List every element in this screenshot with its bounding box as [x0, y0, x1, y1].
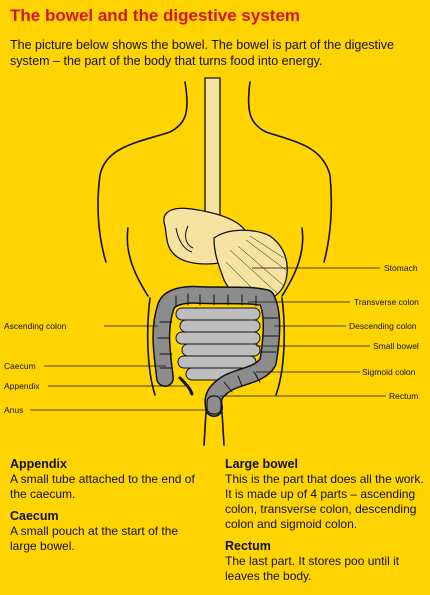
digestive-system-diagram: Stomach Transverse colon Ascending colon… [4, 77, 419, 446]
small-bowel [175, 307, 261, 381]
appendix-text: A small tube attached to the end of the … [10, 472, 195, 501]
label-descending-colon: Descending colon [349, 321, 417, 331]
large-bowel [152, 285, 281, 417]
label-small-bowel: Small bowel [373, 341, 419, 351]
large-bowel-heading: Large bowel [225, 457, 298, 471]
rectum-heading: Rectum [225, 539, 271, 553]
label-appendix: Appendix [4, 381, 40, 391]
rectum-text: The last part. It stores poo until it le… [225, 554, 400, 583]
appendix-heading: Appendix [10, 457, 67, 471]
caecum-text: A small pouch at the start of the large … [10, 524, 179, 553]
label-caecum: Caecum [4, 361, 36, 371]
page-title: The bowel and the digestive system [10, 6, 301, 25]
label-anus: Anus [4, 405, 23, 415]
label-stomach: Stomach [384, 263, 418, 273]
large-bowel-text: This is the part that does all the work.… [225, 472, 424, 531]
rectum [206, 395, 222, 415]
label-sigmoid-colon: Sigmoid colon [362, 367, 416, 377]
label-rectum: Rectum [389, 391, 418, 401]
body-outline [97, 81, 333, 446]
caecum-heading: Caecum [10, 509, 59, 523]
label-ascending-colon: Ascending colon [4, 321, 67, 331]
intro-text: The picture below shows the bowel. The b… [10, 38, 395, 68]
definitions-left: Appendix A small tube attached to the en… [10, 456, 200, 560]
label-transverse-colon: Transverse colon [354, 297, 419, 307]
definitions-right: Large bowel This is the part that does a… [225, 456, 425, 590]
appendix [178, 376, 194, 396]
label-leaders [30, 267, 386, 411]
